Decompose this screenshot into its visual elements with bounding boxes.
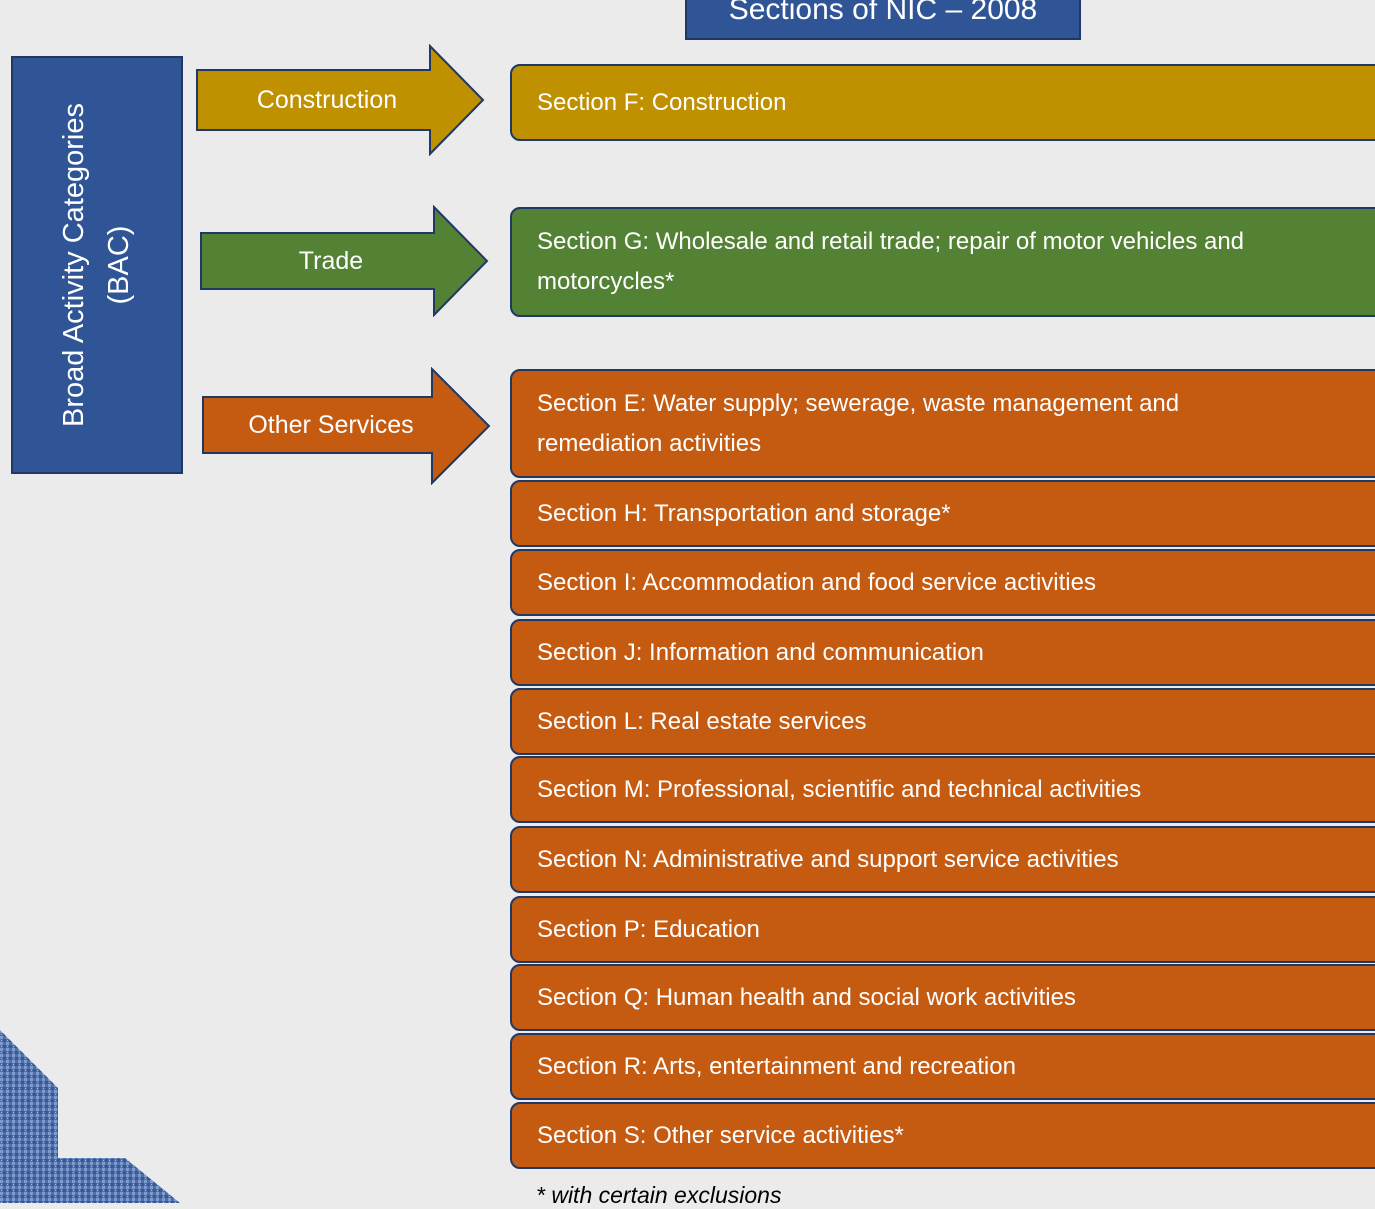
section-text-g: Section G: Wholesale and retail trade; r… xyxy=(537,228,1245,295)
decorative-corner-pattern xyxy=(0,1030,180,1203)
section-box-r: Section R: Arts, entertainment and recre… xyxy=(510,1033,1375,1100)
section-text-l: Section L: Real estate services xyxy=(537,707,867,735)
section-box-m: Section M: Professional, scientific and … xyxy=(510,756,1375,823)
arrow-construction-shape xyxy=(196,44,485,156)
arrow-trade: Trade xyxy=(200,205,490,317)
section-text-q: Section Q: Human health and social work … xyxy=(537,983,1076,1011)
section-text-p: Section P: Education xyxy=(537,915,760,943)
section-text-n: Section N: Administrative and support se… xyxy=(537,845,1119,873)
section-box-n: Section N: Administrative and support se… xyxy=(510,826,1375,893)
section-text-i: Section I: Accommodation and food servic… xyxy=(537,568,1096,596)
section-box-g: Section G: Wholesale and retail trade; r… xyxy=(510,207,1375,317)
bac-label-line1: Broad Activity Categories xyxy=(58,103,90,427)
arrow-construction: Construction xyxy=(196,44,486,156)
section-box-h: Section H: Transportation and storage* xyxy=(510,480,1375,547)
arrow-construction-label: Construction xyxy=(256,86,398,114)
arrow-other-services-label: Other Services xyxy=(248,411,414,439)
section-box-e: Section E: Water supply; sewerage, waste… xyxy=(510,369,1375,478)
section-box-s: Section S: Other service activities* xyxy=(510,1102,1375,1169)
footnote: * with certain exclusions xyxy=(536,1182,782,1208)
bac-box: Broad Activity Categories (BAC) xyxy=(11,56,183,474)
section-box-i: Section I: Accommodation and food servic… xyxy=(510,549,1375,616)
section-text-s: Section S: Other service activities* xyxy=(537,1121,904,1149)
section-box-p: Section P: Education xyxy=(510,896,1375,963)
bac-label-line2: (BAC) xyxy=(103,225,135,305)
bac-label: Broad Activity Categories (BAC) xyxy=(52,56,142,474)
section-text-r: Section R: Arts, entertainment and recre… xyxy=(537,1052,1016,1080)
section-text-h: Section H: Transportation and storage* xyxy=(537,499,951,527)
arrow-other-services: Other Services xyxy=(202,367,492,485)
section-text-f: Section F: Construction xyxy=(537,88,787,116)
section-box-f: Section F: Construction xyxy=(510,64,1375,141)
section-text-j: Section J: Information and communication xyxy=(537,638,984,666)
section-box-q: Section Q: Human health and social work … xyxy=(510,964,1375,1031)
section-text-m: Section M: Professional, scientific and … xyxy=(537,775,1142,803)
section-text-e: Section E: Water supply; sewerage, waste… xyxy=(537,389,1180,457)
arrow-other-services-shape xyxy=(202,367,491,485)
diagram-title: Sections of NIC – 2008 xyxy=(685,0,1081,40)
arrow-trade-shape xyxy=(200,205,489,317)
arrow-trade-label: Trade xyxy=(298,247,364,275)
section-box-l: Section L: Real estate services xyxy=(510,688,1375,755)
section-box-j: Section J: Information and communication xyxy=(510,619,1375,686)
